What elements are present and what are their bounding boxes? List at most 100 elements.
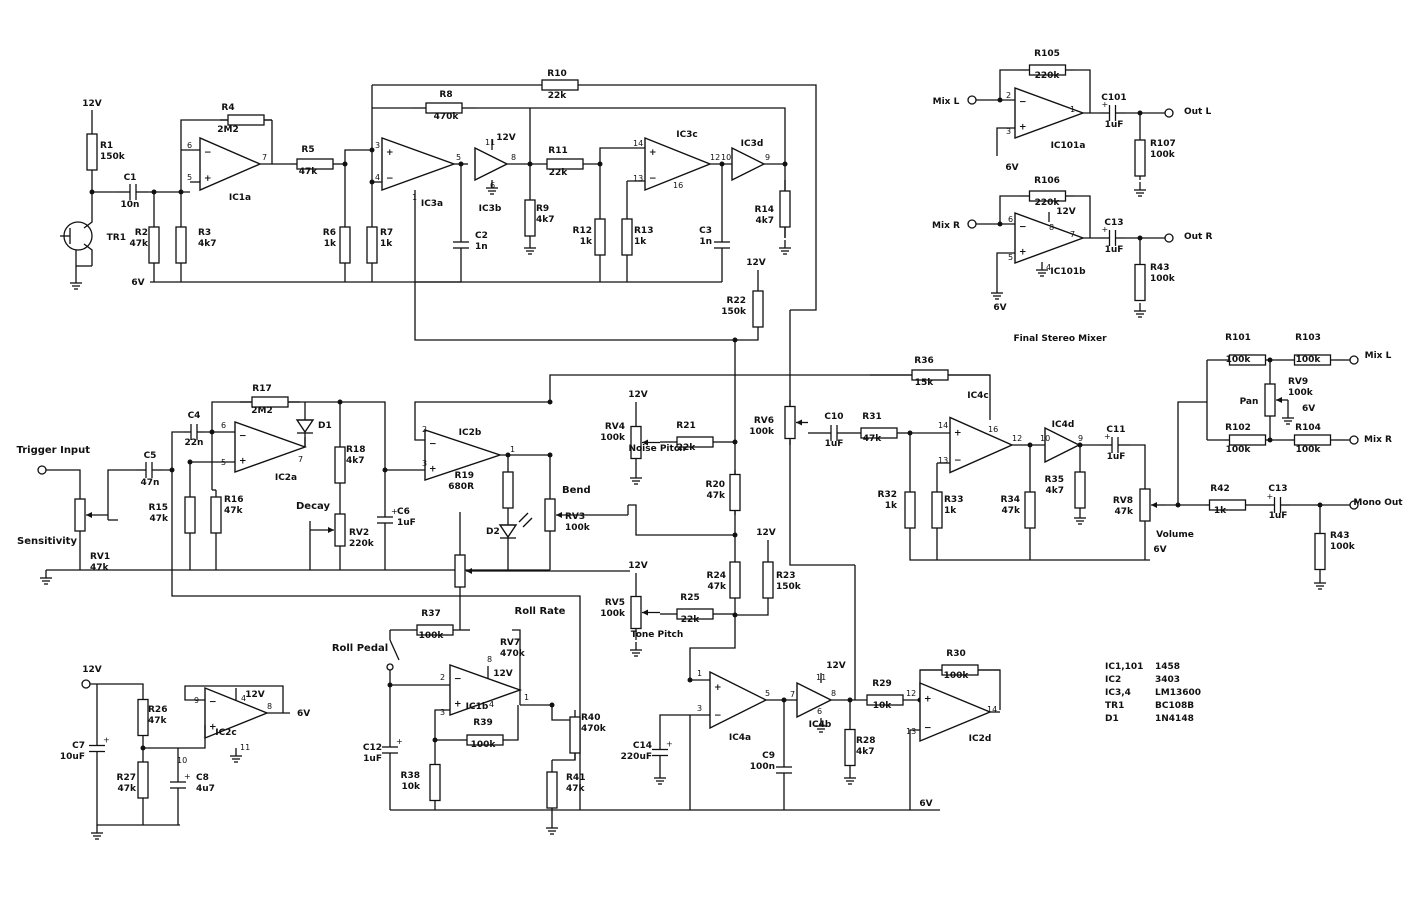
resistor-ref: R41 bbox=[566, 773, 585, 783]
resistor-ref: R21 bbox=[676, 421, 695, 431]
resistor-r15 bbox=[184, 490, 196, 540]
out-l-terminal[interactable] bbox=[1164, 108, 1174, 118]
resistor-ref: R22 bbox=[727, 296, 746, 306]
potentiometer-rv7[interactable] bbox=[454, 512, 630, 630]
pin-number: 7 bbox=[298, 455, 303, 464]
pot-value: 100k bbox=[749, 427, 775, 437]
wire bbox=[415, 270, 462, 283]
resistor-value: 150k bbox=[100, 152, 126, 162]
mix-r-terminal[interactable] bbox=[1349, 435, 1359, 445]
roll-pedal-switch[interactable] bbox=[386, 663, 394, 671]
rail-6v-label: 6V bbox=[131, 278, 144, 288]
potentiometer-rv9[interactable] bbox=[1264, 380, 1288, 420]
capacitor-value: 10uF bbox=[60, 752, 85, 762]
resistor-value: 220k bbox=[1035, 71, 1061, 81]
potentiometer-rv3[interactable] bbox=[544, 485, 628, 545]
capacitor-ref: C2 bbox=[475, 231, 488, 241]
pin-number: 8 bbox=[487, 655, 492, 664]
supply-label: 12V bbox=[628, 561, 648, 571]
rail-6v-label: 6V bbox=[919, 799, 932, 809]
ground-symbol bbox=[1074, 510, 1086, 525]
pin-number: 16 bbox=[988, 425, 998, 434]
resistor-value: 47k bbox=[117, 784, 137, 794]
capacitor-c3 bbox=[714, 220, 730, 270]
mix-l-terminal[interactable] bbox=[1349, 355, 1359, 365]
opamp-ic4d bbox=[1044, 426, 1081, 464]
noise-pitch-label: Noise Pitch bbox=[628, 444, 685, 454]
pin-number: 2 bbox=[440, 673, 445, 682]
opamp-label: IC101a bbox=[1051, 141, 1086, 151]
resistor-value: 220k bbox=[1035, 198, 1061, 208]
pin-number: 8 bbox=[267, 702, 272, 711]
capacitor-c13b: + bbox=[1265, 492, 1290, 513]
svg-text:+: + bbox=[924, 695, 932, 705]
wire bbox=[1075, 195, 1091, 238]
capacitor-value: 1n bbox=[699, 237, 712, 247]
pin-number: 13 bbox=[938, 456, 948, 465]
potentiometer-rv2[interactable] bbox=[310, 505, 346, 555]
resistor-ref: R105 bbox=[1034, 49, 1060, 59]
potentiometer-rv4[interactable] bbox=[630, 415, 660, 470]
wire bbox=[1130, 444, 1146, 480]
trigger-input-terminal[interactable] bbox=[37, 465, 47, 475]
parts-list-ref: IC1,101 bbox=[1105, 662, 1143, 672]
parts-list-value: 1458 bbox=[1155, 662, 1180, 672]
svg-text:+: + bbox=[1102, 100, 1109, 109]
ground-symbol bbox=[779, 240, 791, 255]
wire bbox=[107, 469, 136, 520]
mix-l-input-terminal[interactable] bbox=[967, 95, 977, 105]
capacitor-c9 bbox=[776, 755, 792, 785]
resistor-ref: R8 bbox=[439, 90, 452, 100]
supply-label: 12V bbox=[756, 528, 776, 538]
resistor-ref: R39 bbox=[473, 718, 492, 728]
potentiometer-rv6[interactable] bbox=[784, 400, 808, 445]
pot-value: 100k bbox=[600, 433, 626, 443]
wire bbox=[184, 685, 284, 713]
potentiometer-rv8[interactable] bbox=[1139, 480, 1165, 530]
resistor-r40 bbox=[569, 710, 581, 760]
potentiometer-rv1[interactable] bbox=[74, 490, 108, 540]
potentiometer-rv5[interactable] bbox=[630, 585, 660, 640]
rail-6v-label: 6V bbox=[1153, 545, 1166, 555]
capacitor-ref: C8 bbox=[196, 773, 209, 783]
mono-out-label: Mono Out bbox=[1353, 498, 1403, 508]
pin-number: 11 bbox=[240, 743, 250, 752]
pot-value: 47k bbox=[1114, 507, 1134, 517]
resistor-ref: R33 bbox=[944, 495, 963, 505]
svg-text:+: + bbox=[954, 428, 962, 438]
resistor-value: 47k bbox=[224, 506, 244, 516]
out-r-terminal[interactable] bbox=[1164, 233, 1174, 243]
resistor-value: 470k bbox=[434, 112, 460, 122]
capacitor-value: 1uF bbox=[397, 518, 416, 528]
capacitor-c7: + bbox=[89, 735, 110, 762]
svg-text:+: + bbox=[396, 737, 403, 746]
mono-out-terminal[interactable] bbox=[1349, 500, 1359, 510]
ground-symbol bbox=[1134, 303, 1146, 318]
resistor-value: 4k7 bbox=[1045, 486, 1064, 496]
svg-text:+: + bbox=[649, 148, 657, 158]
pin-number: 9 bbox=[1078, 434, 1083, 443]
junction-dot bbox=[732, 439, 738, 445]
supply-label: 12V bbox=[493, 669, 513, 679]
pot-ref: RV7 bbox=[500, 638, 520, 648]
capacitor-ref: C5 bbox=[144, 451, 157, 461]
wire bbox=[735, 330, 759, 341]
opamp-label: IC3a bbox=[421, 199, 443, 209]
ground-symbol bbox=[844, 770, 856, 785]
mixer-6v-label: 6V bbox=[1005, 163, 1018, 173]
mix-r-input-terminal[interactable] bbox=[967, 219, 977, 229]
wire bbox=[909, 729, 920, 810]
resistor-value: 100k bbox=[1150, 274, 1176, 284]
svg-text:−: − bbox=[204, 148, 212, 158]
supply-label: 12V bbox=[82, 665, 102, 675]
trigger-input-label: Trigger Input bbox=[17, 445, 91, 456]
terminal[interactable] bbox=[81, 679, 91, 689]
wire bbox=[171, 470, 581, 810]
resistor-r105 bbox=[1020, 64, 1075, 76]
resistor-value: 100k bbox=[471, 740, 497, 750]
capacitor-value: 47n bbox=[141, 478, 160, 488]
supply-label: 12V bbox=[245, 690, 265, 700]
resistor-ref: R30 bbox=[946, 649, 965, 659]
opamp-label: IC4d bbox=[1052, 420, 1075, 430]
